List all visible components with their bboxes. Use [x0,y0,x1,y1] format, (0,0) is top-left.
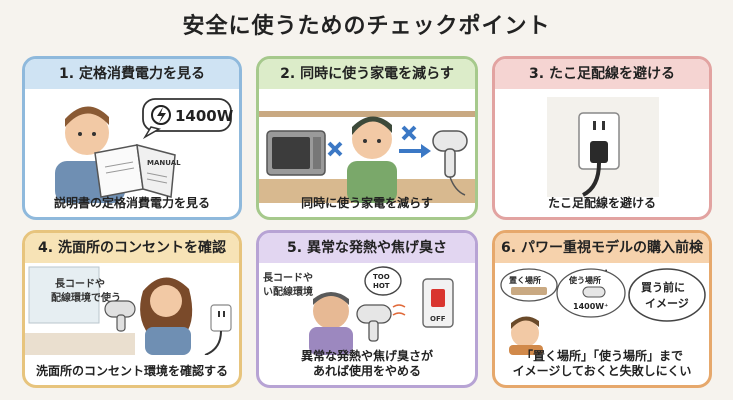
think-bubble: 買う前に イメージ [628,268,706,322]
card-illustration: 長コードや い配線環境 TOO HOT [259,265,475,355]
checkpoint-card-6: 6. パワー重視モデルの購入前検討 置く場所 使う場所 1400W⁺ 買う前に [492,230,712,388]
card-heading: 4. 洗面所のコンセントを確認 [25,233,239,263]
card-caption: 同時に使う家電を減らす [301,196,433,210]
svg-text:TOO: TOO [373,273,390,281]
card-caption: 異常な発熱や焦げ臭さが あれば使用をやめる [259,349,475,379]
card-illustration: 置く場所 使う場所 1400W⁺ 買う前に イメージ [495,265,709,355]
switch-label: OFF [430,315,446,323]
checkpoint-card-5: 5. 異常な発熱や焦げ臭さ 長コードや い配線環境 TOO [256,230,478,388]
caption-line-2: イメージしておくと失敗しにくい [512,364,692,378]
hair-dryer-icon [356,304,406,342]
person-thinking-icon [509,316,543,355]
note-line-2: い配線環境 [263,285,313,298]
cross-icon [327,141,343,157]
card-heading: 5. 異常な発熱や焦げ臭さ [259,233,475,263]
card-heading: 6. パワー重視モデルの購入前検討 [495,233,709,286]
too-hot-bubble: TOO HOT [364,266,402,296]
svg-text:イメージ: イメージ [645,297,689,310]
wall-outlet-icon [204,304,232,356]
lightning-icon [157,107,166,123]
note-line-1: 長コードや [55,278,105,290]
place-bubble: 置く場所 [500,268,558,302]
checkpoint-card-1: 1. 定格消費電力を見る MANUAL [22,56,242,220]
caption-line-2: あれば使用をやめる [312,364,421,378]
checkpoint-card-4: 4. 洗面所のコンセントを確認 長コードや 配線環境で使う [22,230,242,388]
caption-line-1: 異常な発熱や焦げ臭さが [300,349,433,363]
manual-icon: MANUAL [94,143,181,198]
caption-line-1: 「置く場所」「使う場所」まで [520,349,683,363]
card-illustration [495,91,709,203]
note-line-2: 配線環境で使う [51,291,121,304]
person-icon [347,116,397,203]
manual-label: MANUAL [147,159,181,167]
card-illustration: 長コードや 配線環境で使う [25,265,239,356]
card-heading: 1. 定格消費電力を見る [25,59,239,89]
svg-text:使う場所: 使う場所 [568,275,601,285]
note-line-1: 長コードや [263,272,313,284]
svg-text:置く場所: 置く場所 [509,275,541,285]
checkpoint-card-2: 2. 同時に使う家電を減らす [256,56,478,220]
cross-icon [401,125,417,141]
svg-text:買う前に: 買う前に [641,280,685,294]
card-caption: 説明書の定格消費電力を見る [53,196,210,210]
microwave-icon [266,130,326,176]
wattage-text: 1400W [175,107,234,125]
wattage-badge: 1400W [142,98,234,140]
card-heading: 3. たこ足配線を避ける [495,59,709,89]
power-switch-icon: OFF [422,278,454,328]
card-illustration [259,91,475,203]
card-caption: たこ足配線を避ける [547,196,656,210]
person-icon [140,277,193,355]
card-caption: 「置く場所」「使う場所」まで イメージしておくと失敗しにくい [495,349,709,379]
hair-dryer-icon [104,300,136,332]
use-bubble: 使う場所 1400W⁺ [556,268,626,318]
card-caption: 洗面所のコンセント環境を確認する [35,364,228,378]
hair-dryer-icon [432,130,468,196]
card-heading: 2. 同時に使う家電を減らす [259,59,475,89]
card-illustration: MANUAL 1400W [25,91,239,203]
person-icon [309,292,353,355]
arrow-right-icon [399,144,431,158]
svg-text:1400W⁺: 1400W⁺ [573,302,608,311]
wall-outlet-icon [578,112,620,197]
svg-text:HOT: HOT [373,282,390,290]
page-title: 安全に使うためのチェックポイント [182,14,551,39]
checkpoint-card-3: 3. たこ足配線を避ける たこ足配線を避ける [492,56,712,220]
